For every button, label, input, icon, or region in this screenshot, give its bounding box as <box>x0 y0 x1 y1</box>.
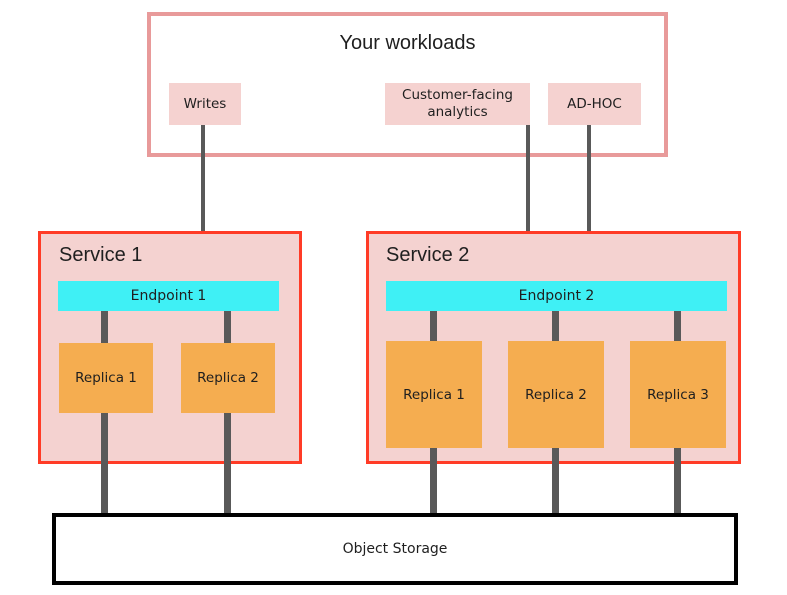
service-1-replica-2[interactable]: Replica 2 <box>181 343 275 413</box>
workloads-title: Your workloads <box>339 32 476 54</box>
connector-svc2-replica1-stub <box>430 446 437 464</box>
connector-writes-to-endpoint1 <box>201 125 205 271</box>
connector-adhoc-to-endpoint2 <box>587 125 591 271</box>
service-2-replica-3[interactable]: Replica 3 <box>630 341 726 448</box>
connector-svc2-replica2-to-storage <box>552 448 559 515</box>
workload-chip-customer-facing-analytics[interactable]: Customer-facing analytics <box>385 83 530 125</box>
connector-replica1-stub <box>101 411 108 464</box>
endpoint-2[interactable]: Endpoint 2 <box>386 281 727 311</box>
endpoint-1[interactable]: Endpoint 1 <box>58 281 279 311</box>
connector-endpoint2-to-replica1 <box>430 311 437 343</box>
service-2-title: Service 2 <box>386 244 470 266</box>
service-2-replica-2[interactable]: Replica 2 <box>508 341 604 448</box>
connector-svc1-replica1-to-storage <box>101 413 108 515</box>
connector-endpoint1-to-replica2 <box>224 311 231 345</box>
connector-endpoint1-to-replica1 <box>101 311 108 345</box>
connector-svc2-replica3-to-storage <box>674 448 681 515</box>
connector-svc2-replica1-to-storage <box>430 448 437 515</box>
connector-endpoint2-to-replica3 <box>674 311 681 343</box>
connector-replica2-stub <box>224 411 231 464</box>
service-1-title: Service 1 <box>59 244 143 266</box>
workload-chip-writes[interactable]: Writes <box>169 83 241 125</box>
service-1-replica-1[interactable]: Replica 1 <box>59 343 153 413</box>
object-storage-box[interactable]: Object Storage <box>52 513 738 585</box>
connector-endpoint2-to-replica2 <box>552 311 559 343</box>
workload-chip-ad-hoc[interactable]: AD-HOC <box>548 83 641 125</box>
connector-analytics-to-endpoint2 <box>526 125 530 271</box>
connector-svc2-replica2-stub <box>552 446 559 464</box>
connector-svc2-replica3-stub <box>674 446 681 464</box>
service-2-replica-1[interactable]: Replica 1 <box>386 341 482 448</box>
connector-svc1-replica2-to-storage <box>224 413 231 515</box>
